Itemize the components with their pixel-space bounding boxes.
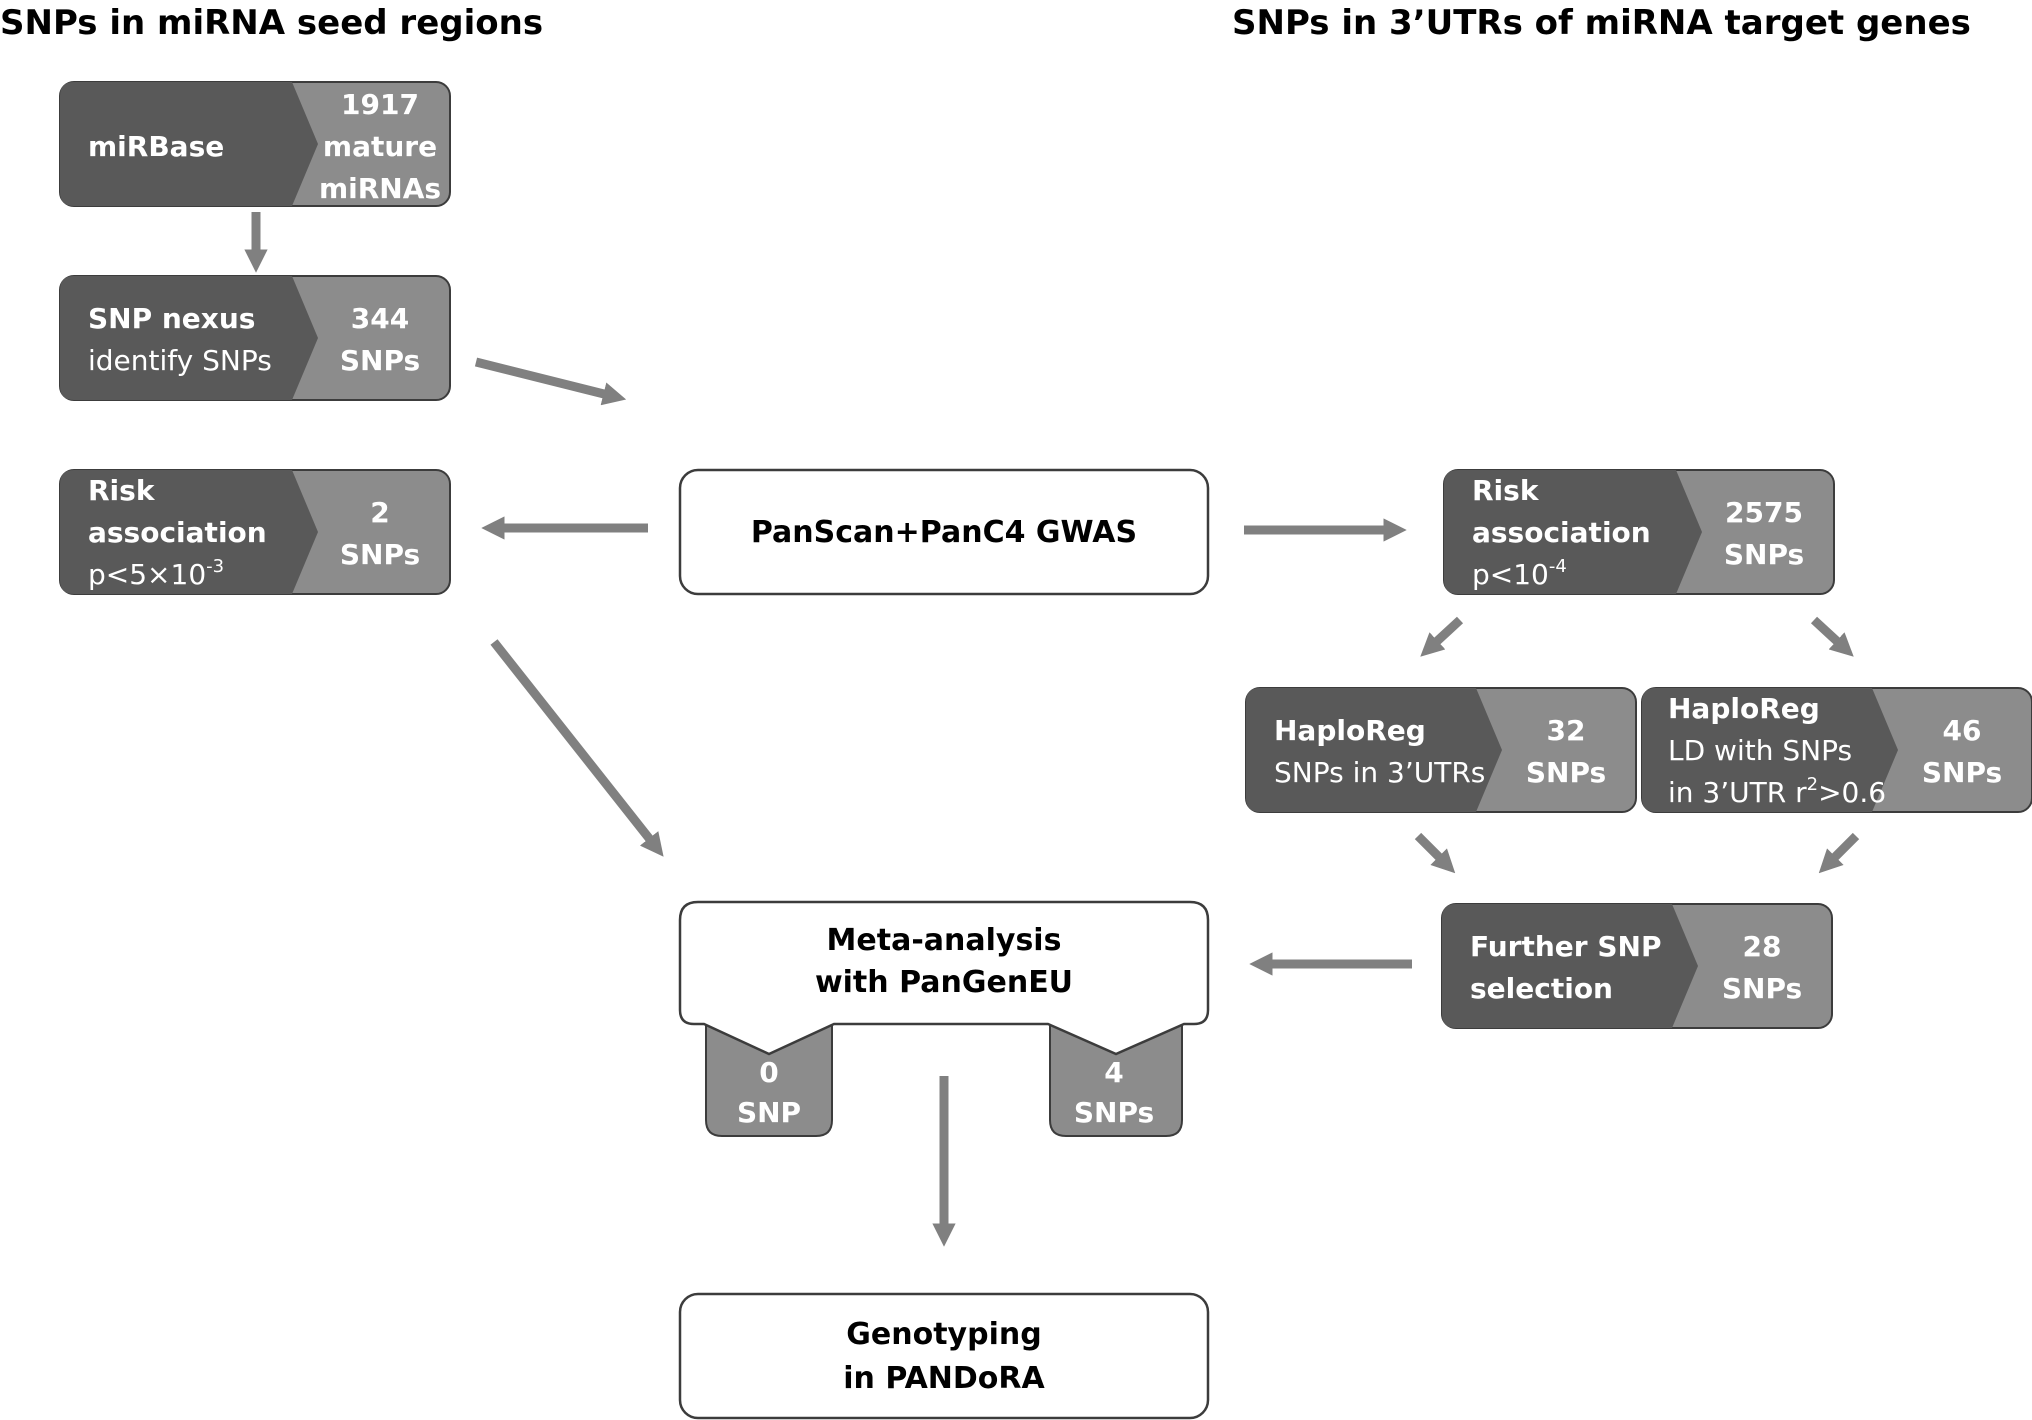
haploreg-utr-box: HaploReg SNPs in 3’UTRs 32 SNPs [1245, 687, 1637, 813]
meta-label-line1: Meta-analysis [827, 923, 1062, 958]
further-selection-box: Further SNP selection 28 SNPs [1441, 903, 1833, 1029]
snp-nexus-label-line2: identify SNPs [88, 344, 272, 377]
meta-tab-right: 4 SNPs [1049, 1023, 1183, 1137]
genotyping-box: Genotyping in PANDoRA [678, 1292, 1210, 1420]
haploreg-1-label-line2: SNPs in 3’UTRs [1274, 756, 1485, 789]
haploreg-1-count-line2: SNPs [1526, 756, 1606, 789]
mirbase-box: miRBase 1917 mature miRNAs [59, 81, 451, 207]
arrow-haploreg-1-to-further [1414, 832, 1456, 874]
haploreg-ld-box: HaploReg LD with SNPs in 3’UTR r2>0.6 46… [1641, 687, 2032, 813]
further-label-line2: selection [1470, 972, 1613, 1005]
genotyping-label-line1: Genotyping [846, 1317, 1041, 1352]
gwas-box: PanScan+PanC4 GWAS [678, 468, 1210, 596]
risk-association-right-box: Risk association p<10-4 2575 SNPs [1443, 469, 1835, 595]
arrow-nexus-to-gwas [474, 357, 627, 406]
risk-left-count-line1: 2 [370, 496, 389, 529]
meta-label-line2: with PanGenEU [815, 965, 1073, 1000]
heading-left: SNPs in miRNA seed regions [0, 3, 543, 43]
haploreg-2-count-line2: SNPs [1922, 756, 2002, 789]
meta-tab-left-line1: 0 [759, 1056, 778, 1089]
arrow-risk-right-to-haploreg-1 [1420, 616, 1464, 657]
haploreg-2-r2-exponent: 2 [1807, 774, 1818, 795]
genotyping-label-line2: in PANDoRA [843, 1361, 1045, 1396]
snp-nexus-count-line1: 344 [351, 302, 409, 335]
mirbase-label: miRBase [88, 130, 224, 163]
haploreg-2-count-line1: 46 [1943, 714, 1982, 747]
gwas-label: PanScan+PanC4 GWAS [751, 515, 1137, 550]
mirbase-count-line2: mature [323, 130, 437, 163]
risk-left-label-line1: Risk [88, 474, 156, 507]
risk-right-label-line1: Risk [1472, 474, 1540, 507]
haploreg-2-label-line2: LD with SNPs [1668, 734, 1852, 767]
heading-right: SNPs in 3’UTRs of miRNA target genes [1232, 3, 1971, 43]
arrow-risk-left-to-meta [490, 639, 664, 857]
risk-left-label-line2: association [88, 516, 267, 549]
meta-tab-right-line2: SNPs [1074, 1096, 1154, 1129]
meta-tab-left-line2: SNP [737, 1096, 801, 1129]
further-count-line1: 28 [1743, 930, 1782, 963]
arrows [244, 212, 1860, 1247]
haploreg-2-label-line3: in 3’UTR r2>0.6 [1668, 774, 1886, 809]
risk-right-label-line2: association [1472, 516, 1651, 549]
risk-left-pvalue-exponent: -3 [206, 556, 224, 577]
meta-tab-right-line1: 4 [1104, 1056, 1123, 1089]
risk-right-count-line1: 2575 [1725, 496, 1803, 529]
haploreg-1-count-line1: 32 [1547, 714, 1586, 747]
snp-nexus-label-line1: SNP nexus [88, 302, 255, 335]
arrow-risk-right-to-haploreg-2 [1810, 616, 1854, 657]
further-count-line2: SNPs [1722, 972, 1802, 1005]
haploreg-2-label-line1: HaploReg [1668, 692, 1820, 725]
risk-right-count-line2: SNPs [1724, 538, 1804, 571]
risk-right-pvalue: p<10-4 [1472, 556, 1567, 591]
snp-nexus-box: SNP nexus identify SNPs 344 SNPs [59, 275, 451, 401]
risk-right-pvalue-exponent: -4 [1549, 556, 1567, 577]
haploreg-1-label-line1: HaploReg [1274, 714, 1426, 747]
risk-left-count-line2: SNPs [340, 538, 420, 571]
arrow-haploreg-2-to-further [1818, 832, 1860, 874]
meta-analysis-box: Meta-analysis with PanGenEU [678, 900, 1210, 1056]
risk-association-left-box: Risk association p<5×10-3 2 SNPs [59, 469, 451, 595]
meta-tab-left: 0 SNP [705, 1023, 833, 1137]
risk-left-pvalue: p<5×10-3 [88, 556, 224, 591]
mirbase-count-line3: miRNAs [319, 172, 441, 205]
mirbase-count-line1: 1917 [341, 88, 419, 121]
snp-nexus-count-line2: SNPs [340, 344, 420, 377]
further-label-line1: Further SNP [1470, 930, 1661, 963]
